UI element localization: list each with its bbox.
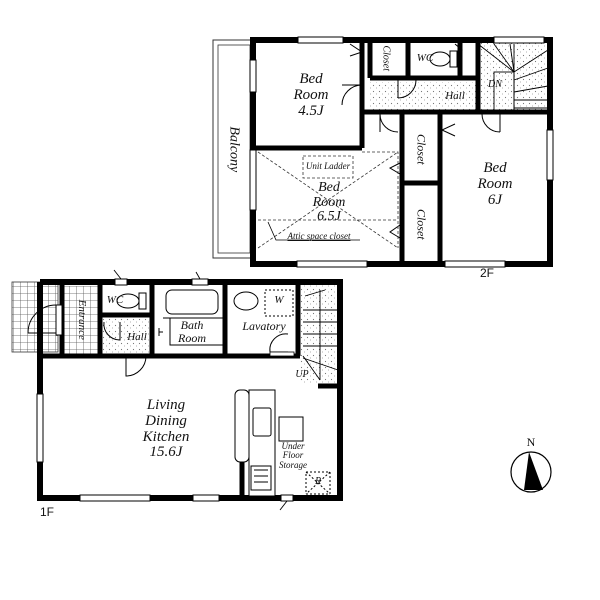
floor-label-2f: 2F: [480, 266, 495, 280]
bedroom-4-5j-label: Bed Room 4.5J: [293, 71, 329, 119]
stairs-down-label: DN: [488, 79, 502, 90]
stairs-2f-floor: [478, 42, 548, 114]
floor-label-1f: 1F: [40, 505, 55, 519]
north-label: N: [526, 435, 536, 449]
entrance-label: Entrance: [75, 299, 88, 340]
wc-2f-label: WC: [416, 52, 434, 64]
stairs-up-label: UP: [295, 369, 309, 380]
closet-mid-label: Closet: [414, 133, 429, 165]
wc-1f-label: WC: [106, 294, 124, 306]
bedroom-6-5j-label: Bed Room 6.5J: [312, 180, 346, 225]
closet-top-label: Closet: [380, 45, 392, 72]
ldk-label: Living Dining Kitchen 15.6J: [142, 397, 190, 461]
hall-1f-label: Hall: [127, 331, 147, 343]
lavatory-label: Lavatory: [242, 319, 286, 333]
second-floor-plan: [212, 36, 554, 268]
under-floor-storage-label: Under Floor Storage: [279, 441, 307, 470]
north-arrow-icon: [510, 451, 552, 493]
first-floor-plan: [11, 269, 343, 511]
hall-2f-label: Hall: [445, 90, 465, 102]
entrance-porch: [11, 281, 59, 353]
attic-closet-label: Attic space closet: [287, 231, 351, 241]
closet-low-label: Closet: [414, 208, 429, 240]
bath-room-label: Bath Room: [178, 318, 206, 345]
bedroom-6j-label: Bed Room 6J: [477, 160, 513, 208]
balcony-label: Balcony: [226, 126, 242, 173]
washer-label: W: [274, 294, 284, 306]
unit-ladder-label: Unit Ladder: [305, 161, 351, 171]
fridge-label: R: [314, 476, 322, 487]
balcony-area: [212, 39, 254, 259]
